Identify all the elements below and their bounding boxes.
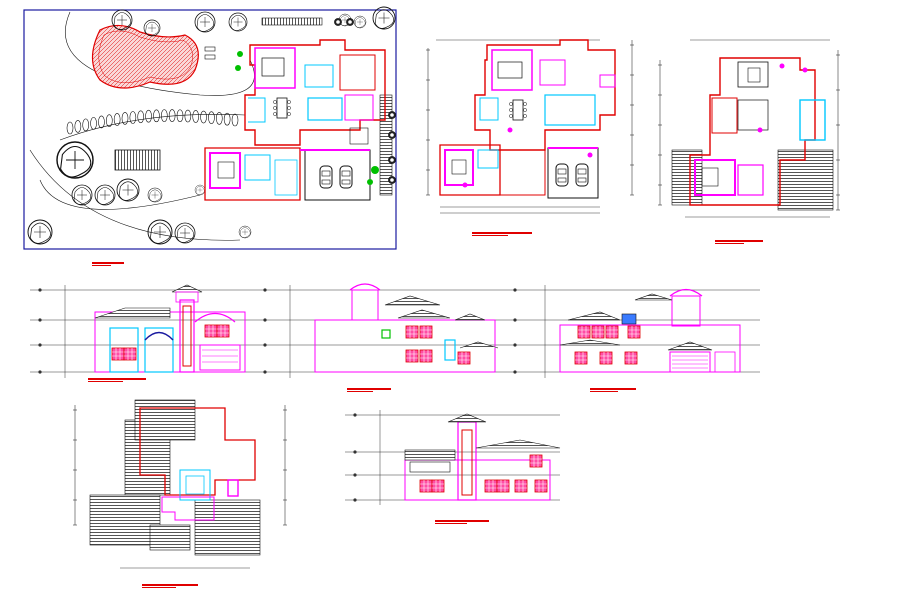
site-boundary <box>23 9 397 250</box>
site-house-plan <box>204 39 386 201</box>
first-floor-plan <box>659 39 839 218</box>
side-elevation <box>314 283 499 373</box>
front-elevation <box>94 284 246 373</box>
side-elevation-caption <box>347 388 391 394</box>
section-caption <box>435 520 489 526</box>
stepping-stones <box>66 109 239 135</box>
front-elevation-caption <box>88 378 146 384</box>
first-floor-plan-caption <box>715 240 763 246</box>
dimension-ticks <box>73 44 840 526</box>
site-plan-caption <box>92 262 124 268</box>
tree-icon <box>27 6 396 245</box>
ground-floor-plan <box>427 39 633 214</box>
rear-elevation-caption <box>590 388 636 394</box>
roof-plan <box>74 399 286 569</box>
rear-elevation <box>559 288 741 373</box>
pergola-icon <box>114 149 161 171</box>
site-plan <box>23 6 397 250</box>
roof-plan-caption <box>142 584 198 590</box>
pool-icon <box>91 24 199 89</box>
ground-floor-plan-caption <box>472 232 532 238</box>
section <box>404 413 561 501</box>
